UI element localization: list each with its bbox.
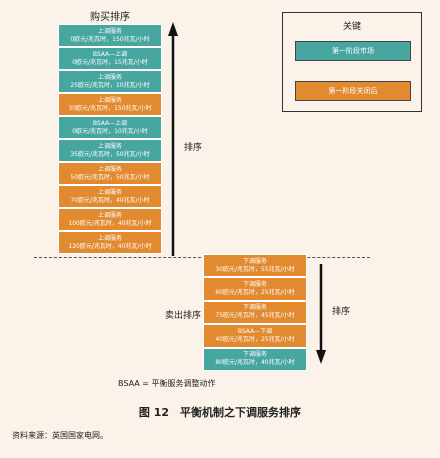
buy-block-price: 0欧元/兆瓦时，150兆瓦/小时 (70, 35, 150, 43)
buy-block-price: 35欧元/兆瓦时，50兆瓦/小时 (70, 150, 150, 158)
sell-block-type: 下调服务 (242, 281, 267, 289)
sell-block-price: 75欧元/兆瓦时，45兆瓦/小时 (215, 312, 295, 320)
buy-block-type: 上调服务 (97, 73, 122, 81)
sell-block-price: 80欧元/兆瓦时，40兆瓦/小时 (215, 359, 295, 367)
source-note: 资料来源：英国国家电网。 (12, 431, 108, 440)
dashed-divider (34, 257, 370, 258)
buy-block-type: 上调服务 (97, 234, 122, 242)
buy-block-type: BSAA—上调 (92, 119, 128, 127)
figure-caption: 图 12 平衡机制之下调服务排序 (138, 406, 302, 419)
buy-block-price: 25欧元/兆瓦时，10兆瓦/小时 (70, 81, 150, 89)
buy-block-price: 120欧元/兆瓦时，40兆瓦/小时 (68, 242, 152, 250)
buy-arrow-head (168, 22, 178, 36)
sell-block-type: 下调服务 (242, 257, 267, 265)
buy-block-price: 0欧元/兆瓦时，15兆瓦/小时 (72, 58, 148, 66)
sell-block-price: 60欧元/兆瓦时，25兆瓦/小时 (215, 289, 295, 297)
buy-block-type: 上调服务 (97, 27, 122, 35)
buy-block-type: 上调服务 (97, 142, 122, 150)
sell-block-price: 30欧元/兆瓦时，55兆瓦/小时 (215, 265, 295, 273)
legend-item-after-close: 第一阶段关闭后 (295, 81, 411, 101)
buy-block-price: 100欧元/兆瓦时，40兆瓦/小时 (68, 219, 152, 227)
buy-block-price: 0欧元/兆瓦时，10兆瓦/小时 (72, 127, 148, 135)
footnote: BSAA = 平衡服务调整动作 (118, 379, 216, 388)
legend-item-first-stage: 第一阶段市场 (295, 41, 411, 61)
buy-block-type: 上调服务 (97, 96, 122, 104)
sell-arrow-head (316, 350, 326, 364)
sell-block-type: 下调服务 (242, 351, 267, 359)
buy-block-price: 70欧元/兆瓦时，40兆瓦/小时 (70, 196, 150, 204)
buy-arrow-label: 排序 (184, 143, 203, 153)
legend: 关键 第一阶段市场 第一阶段关闭后 (282, 12, 422, 112)
buy-block-type: 上调服务 (97, 211, 122, 219)
legend-title: 关键 (342, 22, 361, 32)
sell-arrow (316, 264, 326, 364)
sell-block-type: 下调服务 (242, 304, 267, 312)
sell-order-label: 卖出排序 (165, 311, 202, 321)
sell-block-price: 40欧元/兆瓦时，25兆瓦/小时 (215, 335, 295, 343)
buy-block-price: 30欧元/兆瓦时，150兆瓦/小时 (68, 104, 152, 112)
sell-arrow-label: 排序 (332, 307, 351, 317)
buy-block-type: 上调服务 (97, 188, 122, 196)
buy-arrow (168, 22, 178, 256)
buy-block-type: 上调服务 (97, 165, 122, 173)
buy-block-type: BSAA—上调 (92, 50, 128, 58)
buy-order-title: 购买排序 (90, 12, 130, 23)
sell-block-type: BSAA—下调 (237, 327, 273, 335)
buy-block-price: 50欧元/兆瓦时，50兆瓦/小时 (70, 173, 150, 181)
